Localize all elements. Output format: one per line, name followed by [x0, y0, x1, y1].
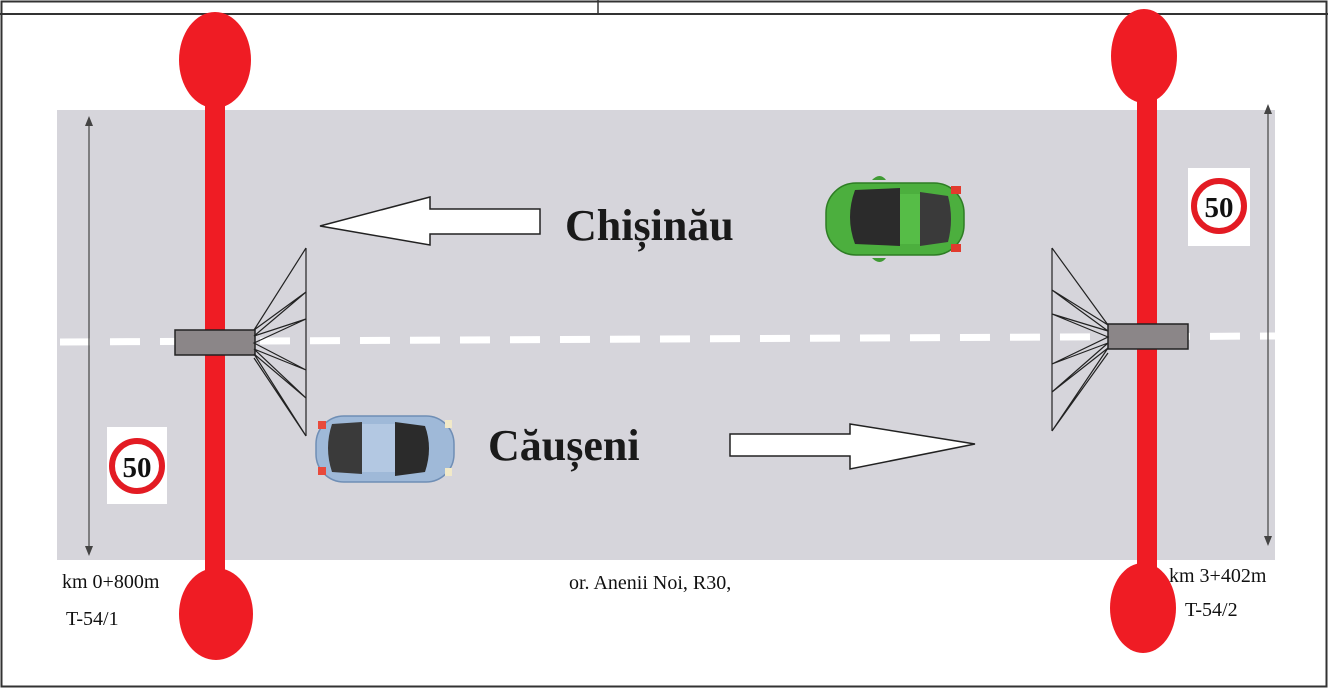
- blue-car-icon: [315, 415, 455, 483]
- speed-limit-sign-left: 50: [107, 427, 167, 504]
- speed-camera-icon: [1051, 247, 1189, 432]
- control-point-id-left: T-54/1: [66, 608, 119, 630]
- lane-divider: [59, 332, 1276, 346]
- speed-camera-icon: [174, 247, 307, 437]
- control-point-id-right: T-54/2: [1185, 599, 1238, 621]
- direction-label-chisinau: Chișinău: [565, 201, 734, 251]
- km-label-left: km 0+800m: [62, 571, 160, 593]
- speed-limit-sign-right: 50: [1188, 168, 1250, 246]
- section-width-arrow-right: [1264, 104, 1272, 546]
- direction-arrow-right: [729, 423, 976, 470]
- speed-limit-value-left: 50: [123, 452, 152, 484]
- speed-limit-value-right: 50: [1205, 192, 1234, 224]
- direction-label-causeni: Căușeni: [488, 421, 640, 471]
- green-car-icon: [825, 176, 965, 262]
- direction-arrow-left: [319, 196, 541, 246]
- km-label-right: km 3+402m: [1169, 565, 1267, 587]
- section-width-arrow-left: [85, 116, 93, 556]
- location-label: or. Anenii Noi, R30,: [569, 572, 731, 594]
